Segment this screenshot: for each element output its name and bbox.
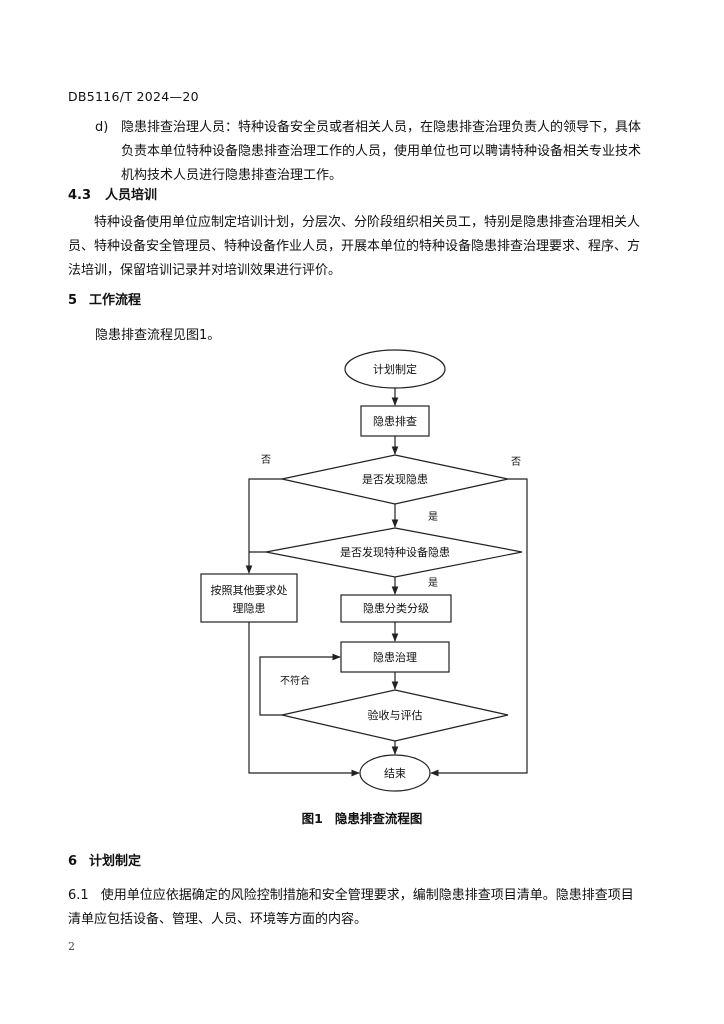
classify-box <box>340 594 452 623</box>
govern-label: 隐患治理 <box>373 650 417 664</box>
yes-label-2: 是 <box>428 577 438 589</box>
section-4-3-heading: 4.3 人员培训 <box>68 184 157 203</box>
end-label: 结束 <box>384 767 406 780</box>
section-5-text: 隐患排查流程见图1。 <box>95 328 221 343</box>
section-4-3-number: 4.3 <box>68 188 92 203</box>
no-right-label: 否 <box>511 456 521 468</box>
section-4-3-text: 特种设备使用单位应制定培训计划，分层次、分阶段组织相关员工，特别是隐患排查治理相… <box>68 215 641 278</box>
clause-d-marker: d) <box>95 120 109 135</box>
classify-label: 隐患分类分级 <box>363 601 429 615</box>
fail-label: 不符合 <box>280 674 310 687</box>
decision-found-label: 是否发现隐患 <box>362 472 428 486</box>
section-5-title: 工作流程 <box>89 293 142 308</box>
figure-caption: 图1 隐患排查流程图 <box>0 808 724 827</box>
page-number: 2 <box>68 940 75 953</box>
section-5-heading: 5 工作流程 <box>68 289 141 308</box>
inspect-label: 隐患排查 <box>373 414 417 428</box>
document-code: DB5116/T 2024—20 <box>68 89 199 104</box>
section-5-number: 5 <box>68 293 78 308</box>
start-label: 计划制定 <box>373 362 417 376</box>
section-6-number: 6 <box>68 854 78 869</box>
clause-d-text: 隐患排查治理人员：特种设备安全员或者相关人员，在隐患排查治理负责人的领导下，具体… <box>121 120 642 183</box>
arrow-no-left <box>245 478 282 574</box>
section-6-heading: 6 计划制定 <box>68 850 141 869</box>
section-4-3-title: 人员培训 <box>105 188 158 203</box>
clause-6-1-number: 6.1 <box>68 888 89 903</box>
section-6-title: 计划制定 <box>89 854 142 869</box>
end-terminal <box>359 754 431 792</box>
clause-6-1-text: 使用单位应依据确定的风险控制措施和安全管理要求，编制隐患排查项目清单。隐患排查项… <box>68 888 634 927</box>
arrow-fail-loop <box>259 653 341 716</box>
figure-title: 隐患排查流程图 <box>334 811 423 826</box>
decision-special-label: 是否发现特种设备隐患 <box>340 545 450 559</box>
other-label-line2: 理隐患 <box>233 602 266 615</box>
arrow-other-end <box>248 622 360 777</box>
no-left-label: 否 <box>261 454 271 466</box>
other-label-line1: 按照其他要求处 <box>211 583 288 597</box>
accept-label: 验收与评估 <box>368 708 423 722</box>
figure-label: 图1 <box>301 811 323 826</box>
yes-label-1: 是 <box>428 511 438 523</box>
arrow-no-right <box>430 478 528 777</box>
